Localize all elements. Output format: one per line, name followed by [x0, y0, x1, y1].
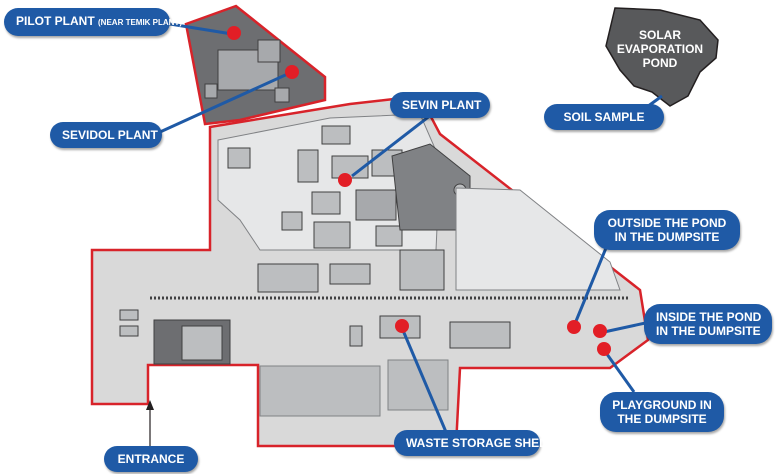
plant-building	[355, 189, 397, 221]
sample-marker-pilot-plant	[227, 26, 241, 40]
pilot-plant-text: PILOT PLANT	[16, 14, 95, 28]
leader-line	[602, 349, 636, 393]
plant-building	[227, 147, 251, 169]
pilot-plant-note: (NEAR TEMIK PLANT)	[98, 18, 183, 27]
solar-evaporation-pond	[605, 7, 719, 107]
label-sevin-plant: SEVIN PLANT	[390, 92, 490, 118]
leader-line	[603, 320, 651, 334]
playground-line1: PLAYGROUND IN	[612, 398, 712, 412]
waste-storage-text: WASTE STORAGE SHED	[406, 436, 548, 450]
sample-marker-outside-pond	[567, 320, 581, 334]
building	[259, 365, 381, 417]
plant-building	[297, 149, 319, 183]
outside-pond-line2: IN THE DUMPSITE	[614, 230, 720, 244]
inside-pond-line2: IN THE DUMPSITE	[656, 324, 761, 338]
plant-building	[375, 225, 403, 247]
sample-marker-sevin-plant	[338, 173, 352, 187]
plant-building	[321, 125, 351, 145]
label-playground: PLAYGROUND IN THE DUMPSITE	[600, 392, 724, 432]
sample-marker-waste-storage	[395, 319, 409, 333]
playground-line2: THE DUMPSITE	[617, 412, 707, 426]
leader-line	[159, 70, 293, 134]
leader-line	[351, 106, 441, 178]
pond-label: SOLAR EVAPORATION POND	[612, 28, 708, 70]
sample-marker-sevidol-plant	[285, 65, 299, 79]
building	[257, 263, 319, 293]
east-area	[455, 187, 621, 291]
inside-pond-line1: INSIDE THE POND	[656, 310, 762, 324]
west-building	[181, 325, 223, 361]
entrance-arrow-head	[146, 400, 154, 410]
west-building	[119, 309, 139, 321]
pond-line3: POND	[642, 56, 678, 70]
pond-line1: SOLAR	[639, 28, 681, 42]
building	[349, 325, 363, 347]
pilot-building	[257, 39, 281, 63]
pond-line2: EVAPORATION	[616, 42, 704, 56]
leader-line	[572, 247, 608, 327]
sevidol-plant-text: SEVIDOL PLANT	[62, 128, 158, 142]
plant-building	[311, 191, 341, 215]
soil-sample-text: SOIL SAMPLE	[563, 110, 645, 124]
label-outside-pond: OUTSIDE THE POND IN THE DUMPSITE	[594, 210, 740, 250]
pilot-building	[204, 83, 218, 99]
leader-line	[400, 327, 448, 433]
sevin-plant-text: SEVIN PLANT	[402, 98, 482, 112]
west-building	[119, 325, 139, 337]
plant-building	[313, 221, 351, 249]
sample-marker-inside-pond	[593, 324, 607, 338]
entrance-text: ENTRANCE	[117, 452, 185, 466]
plant-building	[281, 211, 303, 231]
label-soil-sample: SOIL SAMPLE	[544, 104, 664, 130]
label-waste-storage: WASTE STORAGE SHED	[394, 430, 548, 456]
sample-marker-playground	[597, 342, 611, 356]
label-pilot-plant: PILOT PLANT (NEAR TEMIK PLANT)	[4, 8, 182, 36]
building	[449, 321, 511, 349]
outside-pond-line1: OUTSIDE THE POND	[607, 216, 727, 230]
label-sevidol-plant: SEVIDOL PLANT	[50, 122, 162, 148]
building	[329, 263, 371, 285]
label-inside-pond: INSIDE THE POND IN THE DUMPSITE	[644, 304, 772, 344]
building	[399, 249, 445, 291]
leader-line	[169, 22, 233, 36]
label-entrance: ENTRANCE	[104, 446, 198, 472]
pilot-building	[274, 87, 290, 103]
